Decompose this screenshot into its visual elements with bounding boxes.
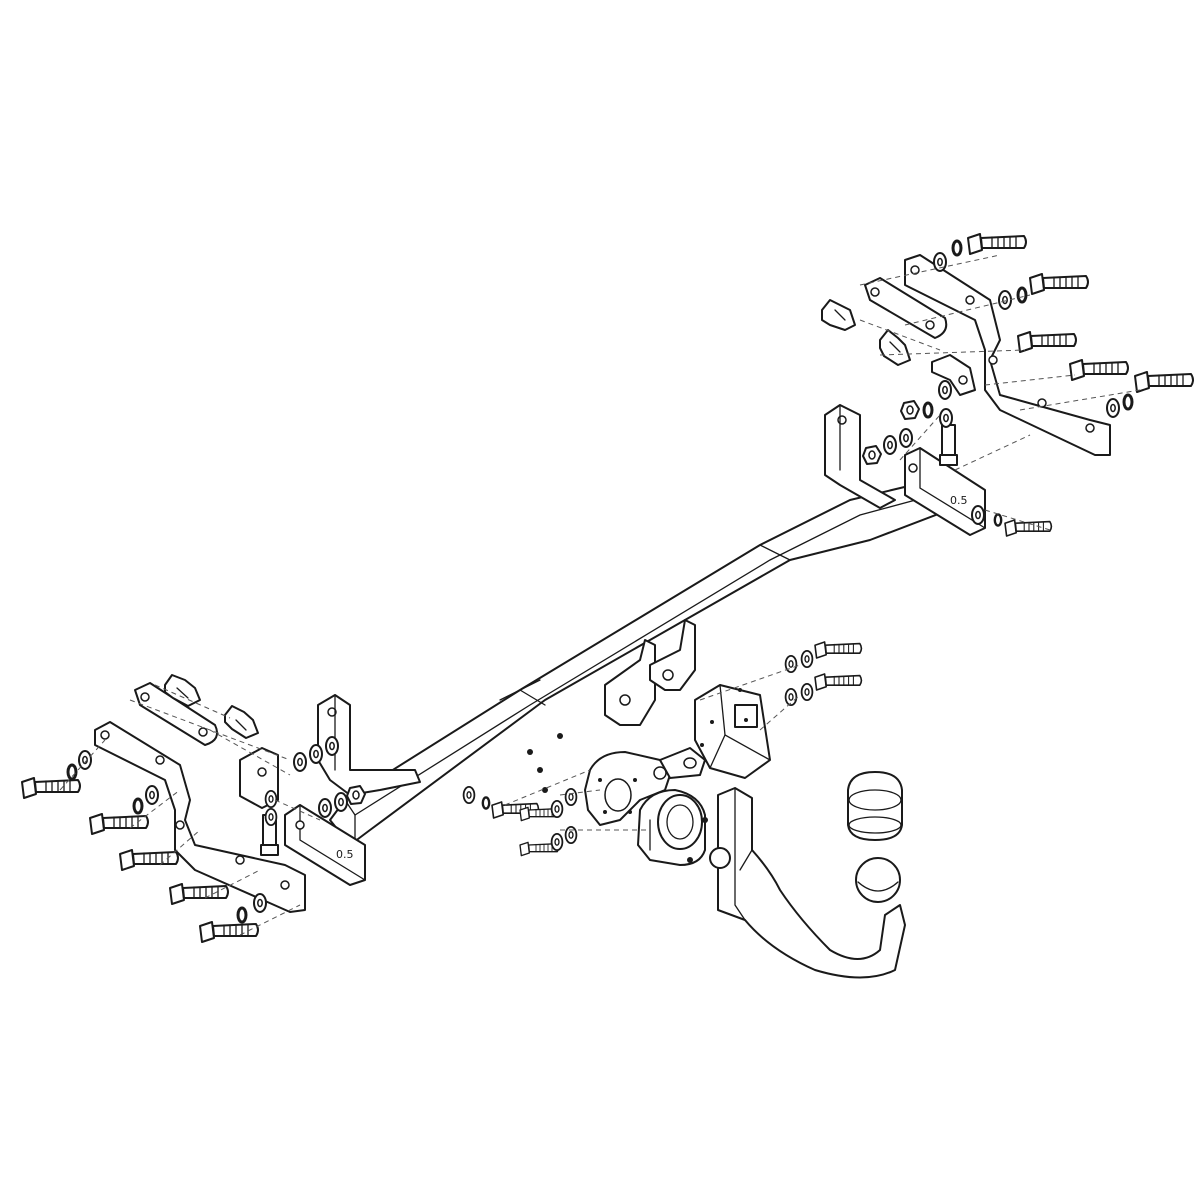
bolt bbox=[199, 921, 259, 943]
crossbar-right-bracket bbox=[824, 404, 896, 509]
right-clip-nut-1 bbox=[821, 299, 856, 331]
lock-washer bbox=[66, 763, 78, 781]
lock-washer bbox=[1016, 286, 1028, 304]
nut bbox=[900, 400, 920, 420]
washer bbox=[293, 752, 307, 772]
bolt bbox=[814, 673, 863, 691]
tow-ball-neck bbox=[709, 787, 906, 979]
right-end-mark: 0.5 bbox=[950, 494, 968, 507]
bolt bbox=[814, 641, 863, 659]
bolt bbox=[89, 813, 149, 835]
bolt bbox=[1017, 331, 1077, 353]
lock-washer bbox=[1122, 393, 1134, 411]
center-assembly-guides bbox=[504, 664, 801, 831]
left-side-arm-inner bbox=[134, 682, 218, 746]
washer bbox=[1106, 398, 1120, 418]
left-clip-nut-1 bbox=[164, 674, 201, 707]
center-mounting-ears bbox=[604, 619, 696, 726]
left-end-mark: 0.5 bbox=[336, 848, 354, 861]
left-assembly-guides bbox=[59, 684, 321, 936]
lock-washer bbox=[993, 513, 1003, 527]
lock-washer bbox=[481, 796, 491, 810]
bolt bbox=[1069, 359, 1129, 381]
left-clip-nut-2 bbox=[224, 705, 259, 739]
washer bbox=[998, 290, 1012, 310]
washer bbox=[564, 788, 578, 806]
center-hardware bbox=[462, 641, 863, 857]
washer bbox=[264, 808, 278, 826]
right-clip-nut-2 bbox=[879, 329, 911, 366]
washer bbox=[800, 683, 814, 701]
right-vertical-bolt bbox=[939, 424, 958, 466]
bolt bbox=[1029, 273, 1089, 295]
washer bbox=[145, 785, 159, 805]
bolt bbox=[21, 777, 81, 799]
washer bbox=[800, 650, 814, 668]
washer bbox=[939, 408, 953, 428]
washer bbox=[938, 380, 952, 400]
bolt bbox=[1004, 519, 1053, 537]
washer bbox=[253, 893, 267, 913]
right-small-bracket bbox=[931, 354, 976, 396]
washer bbox=[309, 744, 323, 764]
washer bbox=[334, 792, 348, 812]
washer bbox=[899, 428, 913, 448]
nut bbox=[862, 445, 882, 465]
nut bbox=[346, 785, 366, 805]
left-side-arm-outer bbox=[94, 721, 306, 913]
crossbar-left-bracket bbox=[317, 694, 421, 796]
ball-cap bbox=[847, 771, 903, 841]
receiver-housing bbox=[694, 684, 771, 779]
bolt bbox=[119, 849, 179, 871]
lock-washer bbox=[236, 906, 248, 924]
right-side-arm-outer bbox=[904, 254, 1111, 456]
lock-washer bbox=[951, 239, 963, 257]
right-assembly-guides bbox=[859, 254, 1141, 531]
crossbar-left-end-plate: 0.5 bbox=[284, 804, 366, 886]
washer bbox=[318, 798, 332, 818]
washer bbox=[564, 826, 578, 844]
lock-washer bbox=[132, 797, 144, 815]
washer bbox=[325, 736, 339, 756]
washer bbox=[883, 435, 897, 455]
socket-bracket bbox=[584, 747, 706, 826]
washer bbox=[264, 790, 278, 808]
left-vertical-bolt bbox=[260, 814, 279, 856]
washer bbox=[784, 688, 798, 706]
crossbar-right-end-plate: 0.5 bbox=[904, 447, 986, 536]
washer bbox=[550, 833, 564, 851]
washer bbox=[971, 505, 985, 525]
washer bbox=[550, 800, 564, 818]
electrical-socket bbox=[637, 789, 708, 866]
lock-washer bbox=[922, 401, 934, 419]
bolt bbox=[967, 233, 1027, 255]
right-side-arm-inner bbox=[864, 277, 948, 339]
washer bbox=[462, 786, 476, 804]
bolt bbox=[169, 883, 229, 905]
bolt bbox=[1134, 371, 1194, 393]
